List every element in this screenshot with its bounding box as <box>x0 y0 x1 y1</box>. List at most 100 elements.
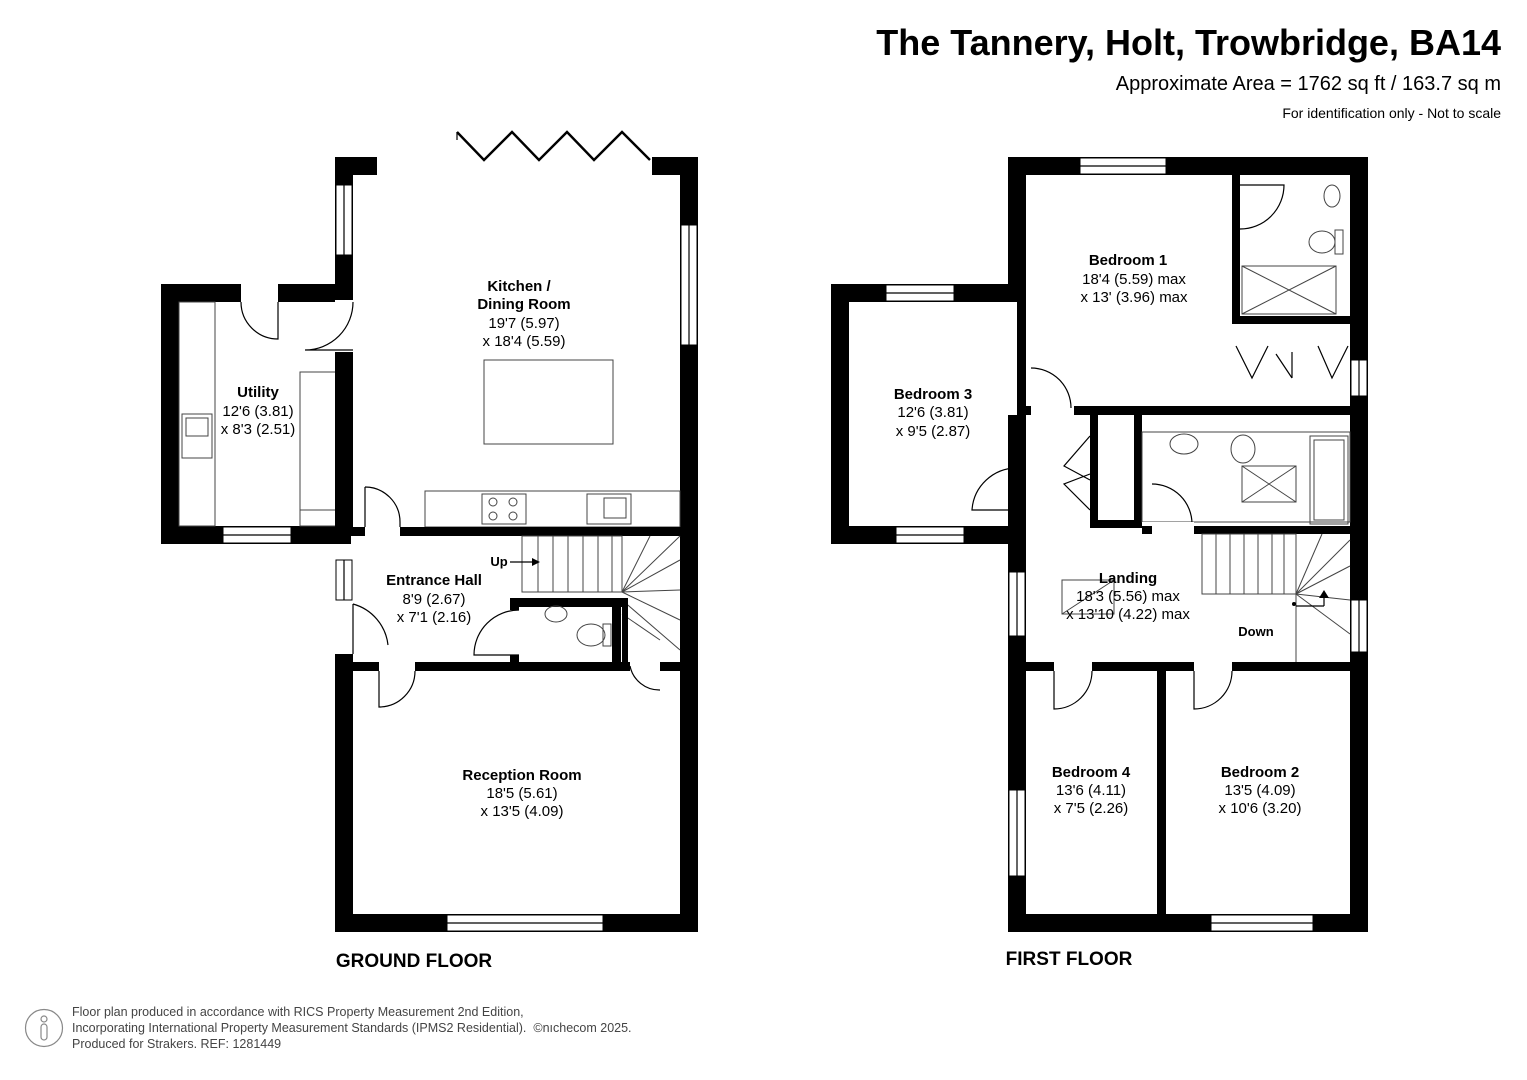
kitchen-hall-door <box>364 486 401 527</box>
landing-dim1: 18'3 (5.56) max <box>1076 588 1180 605</box>
footer-copyright: ©nıchecom 2025. <box>533 1021 632 1035</box>
first-wall-bottom <box>1008 914 1368 932</box>
wc-wall-right <box>612 598 621 666</box>
hall-reception-wall <box>415 662 630 671</box>
first-floor-label: FIRST FLOOR <box>1006 949 1133 970</box>
kitchen-wall-top-left <box>335 157 377 175</box>
ensuite-shower <box>1241 265 1337 315</box>
utility-sink <box>181 413 213 459</box>
bathroom-toilet <box>1230 434 1256 464</box>
bedroom1-dim2: x 13' (3.96) max <box>1080 289 1188 306</box>
bedroom4-dim2: x 7'5 (2.26) <box>1054 800 1129 817</box>
ground-floor-plan <box>161 130 698 932</box>
kitchen-island <box>483 359 614 445</box>
hob <box>481 493 527 525</box>
bedroom1-wall-bottom <box>1074 406 1368 415</box>
nichecom-logo-icon <box>24 1008 64 1048</box>
bedroom3-dim2: x 9'5 (2.87) <box>896 423 971 440</box>
footer-line-2: Incorporating International Property Mea… <box>72 1020 632 1036</box>
ensuite-wall-left <box>1232 175 1240 323</box>
bedroom4-label: Bedroom 4 <box>1052 764 1131 781</box>
ground-stairs <box>510 535 681 651</box>
reception-door <box>378 670 416 708</box>
kitchen-counter <box>424 490 681 528</box>
reception-dim2: x 13'5 (4.09) <box>481 803 564 820</box>
bedroom3-wall-left <box>831 284 849 544</box>
ensuite-basin <box>1323 184 1341 208</box>
first-wall-top <box>1008 157 1368 175</box>
footer-line-2-text: Incorporating International Property Mea… <box>72 1021 527 1035</box>
bedroom4-door <box>1053 670 1093 710</box>
bedroom-divider-wall <box>1157 671 1166 932</box>
utility-wall-top <box>161 284 241 302</box>
landing-label: Landing <box>1099 570 1157 587</box>
bathroom-basin <box>1169 433 1199 455</box>
landing-dim2: x 13'10 (4.22) max <box>1066 606 1190 623</box>
bedroom3-dim1: 12'6 (3.81) <box>897 404 968 421</box>
footer-notes: Floor plan produced in accordance with R… <box>72 1004 632 1052</box>
first-floor-plan <box>831 157 1368 932</box>
entrance-hall-label: Entrance Hall <box>386 572 482 589</box>
bedroom3-label: Bedroom 3 <box>894 386 972 403</box>
front-door <box>352 603 389 646</box>
bath <box>1309 435 1349 525</box>
ensuite-toilet <box>1308 230 1336 254</box>
reception-label: Reception Room <box>462 767 581 784</box>
scale-disclaimer: For identification only - Not to scale <box>1282 105 1501 121</box>
wc-door <box>473 609 520 656</box>
entrance-hall-dim1: 8'9 (2.67) <box>403 591 466 608</box>
bedroom4-dim1: 13'6 (4.11) <box>1056 782 1126 799</box>
bifold-doors <box>456 130 651 162</box>
footer-line-1: Floor plan produced in accordance with R… <box>72 1005 524 1019</box>
bedroom2-dim2: x 10'6 (3.20) <box>1219 800 1302 817</box>
bedroom2-dim1: 13'5 (4.09) <box>1224 782 1295 799</box>
wc-basin <box>544 605 568 623</box>
cupboard-wall <box>1090 415 1098 527</box>
ensuite-door <box>1239 184 1285 230</box>
kitchen-label-line2: Dining Room <box>477 296 570 313</box>
bedroom4-wall-top <box>1008 662 1054 671</box>
bedroom1-dim1: 18'4 (5.59) max <box>1082 271 1186 288</box>
utility-dim1: 12'6 (3.81) <box>222 403 293 420</box>
reception-dim1: 18'5 (5.61) <box>486 785 557 802</box>
wc-toilet <box>576 623 606 647</box>
utility-wall-top-right <box>278 284 350 302</box>
utility-worktop <box>178 301 216 527</box>
kitchen-dim2: x 18'4 (5.59) <box>483 333 566 350</box>
wardrobe-doors <box>1235 345 1269 380</box>
first-stairs <box>1201 533 1351 664</box>
footer-line-3: Produced for Strakers. REF: 1281449 <box>72 1037 282 1051</box>
property-title: The Tannery, Holt, Trowbridge, BA14 <box>876 22 1501 63</box>
bathroom-fixtures <box>1141 431 1351 523</box>
bathroom-wall-bottom <box>1142 526 1368 534</box>
bedroom1-door <box>1030 367 1072 409</box>
first-wall-right <box>1350 157 1368 932</box>
bathroom-door <box>1151 483 1193 525</box>
ground-wall-right <box>680 157 698 932</box>
bathroom-shower-tray <box>1241 465 1297 503</box>
stairs-down-label: Down <box>1238 624 1273 639</box>
kitchen-dim1: 19'7 (5.97) <box>488 315 559 332</box>
approximate-area: Approximate Area = 1762 sq ft / 163.7 sq… <box>1115 73 1501 95</box>
kitchen-label-line1: Kitchen / <box>487 278 551 295</box>
understairs-door <box>629 665 661 691</box>
bedroom2-door <box>1193 670 1233 710</box>
utility-label: Utility <box>237 384 279 401</box>
kitchen-sink <box>586 493 632 525</box>
reception-wall-left <box>335 654 353 932</box>
utility-dim2: x 8'3 (2.51) <box>221 421 296 438</box>
kitchen-hall-wall <box>400 527 698 536</box>
ensuite-wall-bottom <box>1232 316 1350 324</box>
utility-wall-left <box>161 284 179 544</box>
cupboard-doors <box>1063 435 1091 481</box>
entrance-hall-dim2: x 7'1 (2.16) <box>397 609 472 626</box>
bedroom3-wall-right <box>1017 157 1026 467</box>
ground-floor-label: GROUND FLOOR <box>336 951 492 972</box>
wc-wall-top <box>510 598 622 607</box>
utility-units <box>299 371 337 527</box>
stairs-up-label: Up <box>490 554 507 569</box>
bedroom2-label: Bedroom 2 <box>1221 764 1299 781</box>
loft-hatch <box>1061 579 1115 615</box>
kitchen-utility-door <box>304 301 354 351</box>
